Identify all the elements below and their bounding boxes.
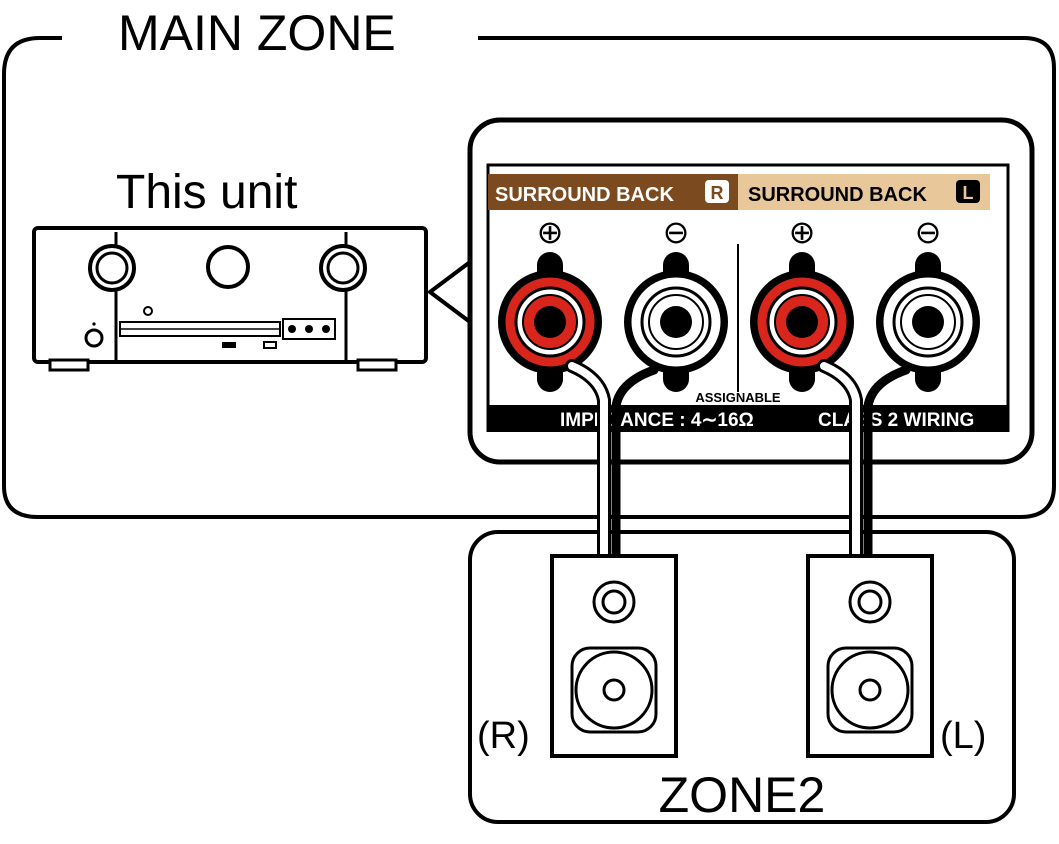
callout-pointer (428, 260, 472, 324)
main-zone-title: MAIN ZONE (118, 5, 396, 61)
plus-icon: ⊕ (537, 214, 564, 250)
center-knob-icon (206, 245, 250, 289)
terminal-l-minus (876, 270, 980, 374)
speaker-right-icon (550, 554, 678, 758)
plus-icon: ⊕ (789, 214, 816, 250)
speaker-right-label: (R) (477, 715, 530, 757)
speaker-terminal-panel: SURROUND BACK R SURROUND BACK L ⊕ ⊖ ⊕ ⊖ … (467, 117, 1035, 465)
terminal-r-plus (498, 270, 602, 374)
main-zone-frame: MAIN ZONE (2, 5, 1056, 519)
terminal-r-minus (624, 270, 728, 374)
headphone-jack-icon (84, 328, 104, 348)
terminal-l-plus (750, 270, 854, 374)
impedance-text: IMPEDANCE : 4∼16Ω (560, 410, 754, 431)
usb-port-icon (263, 341, 277, 349)
unit-title: This unit (116, 166, 297, 219)
surround-back-left-badge-bg (956, 180, 980, 203)
speaker-left-label: (L) (940, 715, 986, 757)
zone2-title: ZONE2 (659, 767, 826, 823)
speaker-cables (565, 359, 911, 563)
receiver-front-panel (32, 226, 428, 372)
surround-back-left-badge: L (963, 183, 974, 203)
minus-icon: ⊖ (663, 214, 690, 250)
assignable-text: ASSIGNABLE (695, 390, 781, 405)
this-unit: This unit (32, 166, 428, 372)
minus-icon: ⊖ (915, 214, 942, 250)
surround-back-left-label: SURROUND BACK (748, 184, 927, 206)
wiring-text: CLASS 2 WIRING (818, 410, 974, 431)
surround-back-right-badge-bg (705, 180, 729, 203)
surround-back-right-badge: R (711, 183, 724, 203)
impedance-band (488, 405, 1008, 432)
surround-back-right-label: SURROUND BACK (495, 184, 674, 206)
surround-back-right-label-bg (488, 174, 738, 210)
hdmi-port-icon (222, 342, 236, 348)
surround-back-left-label-bg (738, 174, 990, 210)
speaker-left-icon (806, 554, 934, 758)
